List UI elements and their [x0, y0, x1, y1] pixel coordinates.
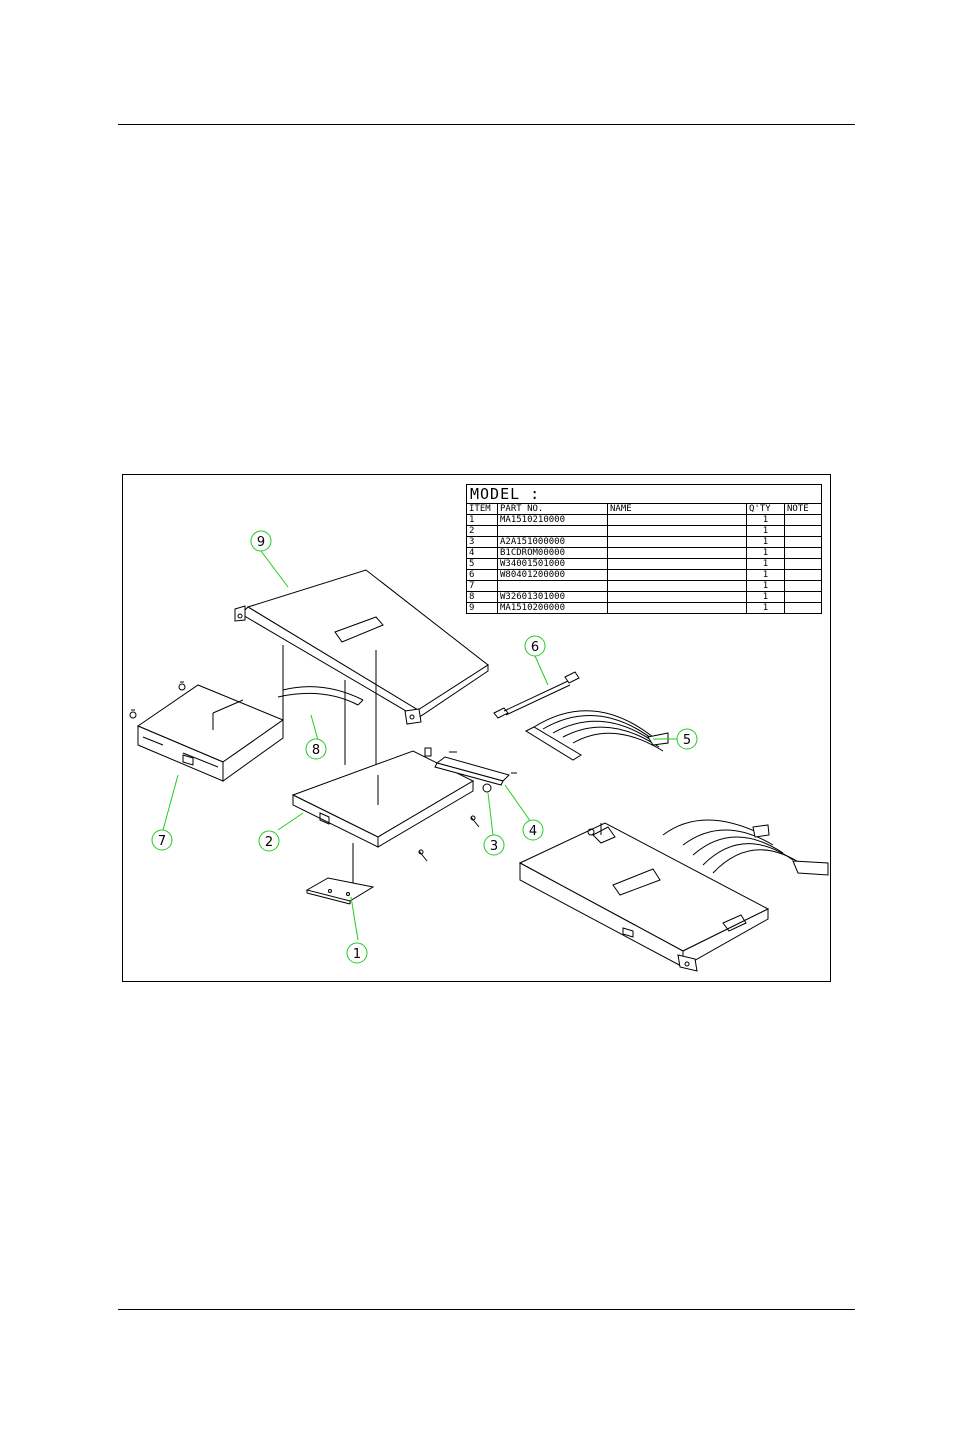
cell-part-no: MA1510210000	[497, 514, 608, 526]
part-1-mounting-plate	[305, 877, 375, 905]
exploded-view-figure: 9 6 5 4 3 2 7 8	[122, 474, 831, 982]
cell-item: 9	[466, 602, 498, 614]
part-7-floppy-drive	[129, 681, 285, 782]
callout-2: 2	[258, 830, 280, 852]
cell-note	[783, 591, 823, 603]
cell-qty: 1	[746, 536, 785, 548]
cell-part-no: B1CDROM00000	[497, 547, 608, 559]
cell-item: 6	[466, 569, 498, 581]
footer-rule	[118, 1309, 855, 1310]
svg-text:7: 7	[158, 834, 166, 849]
cell-name	[607, 547, 747, 559]
callout-leaders	[162, 550, 677, 941]
part-4-board-bracket	[434, 751, 517, 786]
part-9-top-bracket	[234, 569, 489, 725]
cell-name	[607, 580, 747, 592]
callout-5: 5	[676, 728, 698, 750]
svg-text:8: 8	[312, 743, 320, 758]
cell-name	[607, 536, 747, 548]
model-label: MODEL :	[465, 484, 823, 504]
cell-qty: 1	[746, 591, 785, 603]
cell-item: 7	[466, 580, 498, 592]
model-row: MODEL :	[465, 484, 823, 504]
cell-part-no: A2A151000000	[497, 536, 608, 548]
callout-4: 4	[522, 819, 544, 841]
cell-name	[607, 514, 747, 526]
cell-qty: 1	[746, 580, 785, 592]
cell-part-no: W80401200000	[497, 569, 608, 581]
cell-qty: 1	[746, 514, 785, 526]
header-name: NAME	[607, 503, 747, 515]
header-part-no: PART NO.	[497, 503, 608, 515]
cell-part-no: MA1510200000	[497, 602, 608, 614]
exploded-assembly-drawing: 9 6 5 4 3 2 7 8	[129, 530, 829, 972]
cell-item: 4	[466, 547, 498, 559]
cell-qty: 1	[746, 558, 785, 570]
svg-text:6: 6	[531, 640, 539, 655]
part-6-short-cable	[493, 671, 580, 719]
svg-text:4: 4	[529, 824, 537, 839]
cell-qty: 1	[746, 525, 785, 537]
cell-note	[783, 547, 823, 559]
cell-qty: 1	[746, 602, 785, 614]
callout-6: 6	[524, 635, 546, 657]
part-5-ribbon-cable	[524, 710, 669, 761]
part-2-cdrom-drive	[291, 747, 492, 885]
header-rule	[118, 124, 855, 125]
callout-1: 1	[346, 942, 368, 964]
header-qty: Q'TY	[746, 503, 785, 515]
cell-part-no	[497, 525, 608, 537]
svg-text:3: 3	[490, 839, 498, 854]
cell-name	[607, 602, 747, 614]
cell-name	[607, 569, 747, 581]
cell-note	[783, 602, 823, 614]
callout-7: 7	[151, 829, 173, 851]
svg-text:5: 5	[683, 733, 691, 748]
callout-9: 9	[250, 530, 272, 552]
cell-item: 2	[466, 525, 498, 537]
cell-item: 1	[466, 514, 498, 526]
cell-item: 5	[466, 558, 498, 570]
cell-qty: 1	[746, 547, 785, 559]
cell-note	[783, 569, 823, 581]
cell-qty: 1	[746, 569, 785, 581]
svg-text:2: 2	[265, 835, 273, 850]
cell-part-no	[497, 580, 608, 592]
cell-note	[783, 525, 823, 537]
cell-item: 8	[466, 591, 498, 603]
cell-note	[783, 580, 823, 592]
cell-part-no: W32601301000	[497, 591, 608, 603]
cell-name	[607, 525, 747, 537]
svg-text:9: 9	[257, 535, 265, 550]
assembled-unit	[518, 819, 829, 972]
cell-note	[783, 514, 823, 526]
header-note: NOTE	[783, 503, 823, 515]
cell-note	[783, 558, 823, 570]
callout-3: 3	[483, 834, 505, 856]
cell-item: 3	[466, 536, 498, 548]
cell-note	[783, 536, 823, 548]
table-header-row: ITEM PART NO. NAME Q'TY NOTE	[466, 503, 823, 515]
cell-part-no: W34001501000	[497, 558, 608, 570]
callout-8: 8	[305, 738, 327, 760]
cell-name	[607, 591, 747, 603]
cell-name	[607, 558, 747, 570]
svg-text:1: 1	[353, 947, 361, 962]
header-item: ITEM	[466, 503, 498, 515]
